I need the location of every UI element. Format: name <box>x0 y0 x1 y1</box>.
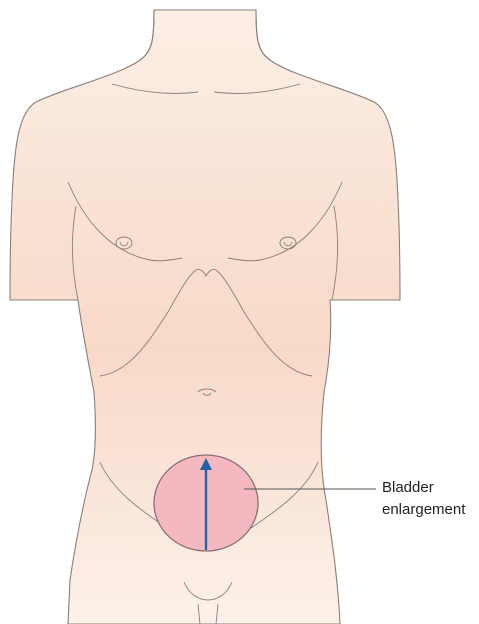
label-line-1: Bladder <box>382 477 479 499</box>
label-line-2: enlargement <box>382 499 479 521</box>
bladder-enlargement-label: Bladder enlargement <box>382 477 479 521</box>
